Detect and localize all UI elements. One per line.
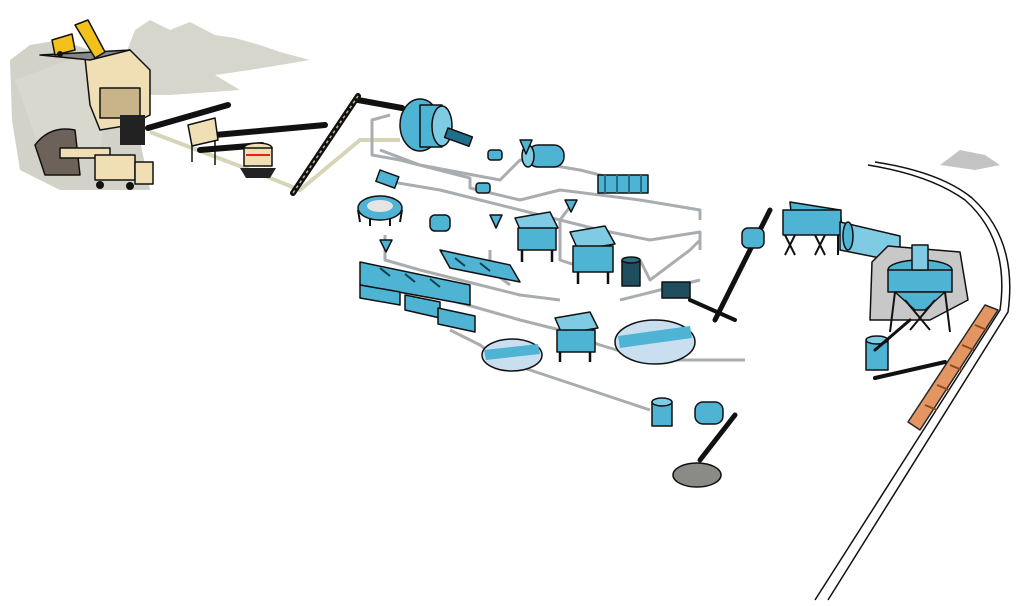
thickener-large <box>614 319 696 365</box>
ore-train <box>907 304 999 431</box>
hopper-bins <box>514 211 616 362</box>
railway <box>814 150 1011 601</box>
thickener-small <box>481 338 543 372</box>
cyclone-tower <box>869 244 969 333</box>
sag-mill <box>399 98 474 152</box>
cone-crusher <box>240 142 276 178</box>
tailings-filter <box>651 397 738 463</box>
small-pumps <box>375 149 503 232</box>
stacker-unit <box>661 207 773 323</box>
mine-tunnel <box>34 128 81 176</box>
tailings-pile <box>672 462 722 488</box>
ring-thickener <box>357 195 403 226</box>
storage-tank <box>621 256 641 287</box>
haul-truck <box>51 19 106 59</box>
filter-drums <box>597 174 649 194</box>
transfer-station <box>187 117 219 165</box>
product-silo <box>865 318 947 380</box>
bin-building <box>782 201 843 256</box>
cyclones <box>379 139 578 253</box>
flotation-cells <box>359 249 521 333</box>
primary-crusher-building <box>39 49 151 145</box>
conveyor-shadows <box>149 130 400 193</box>
underground-loaders <box>59 147 154 190</box>
